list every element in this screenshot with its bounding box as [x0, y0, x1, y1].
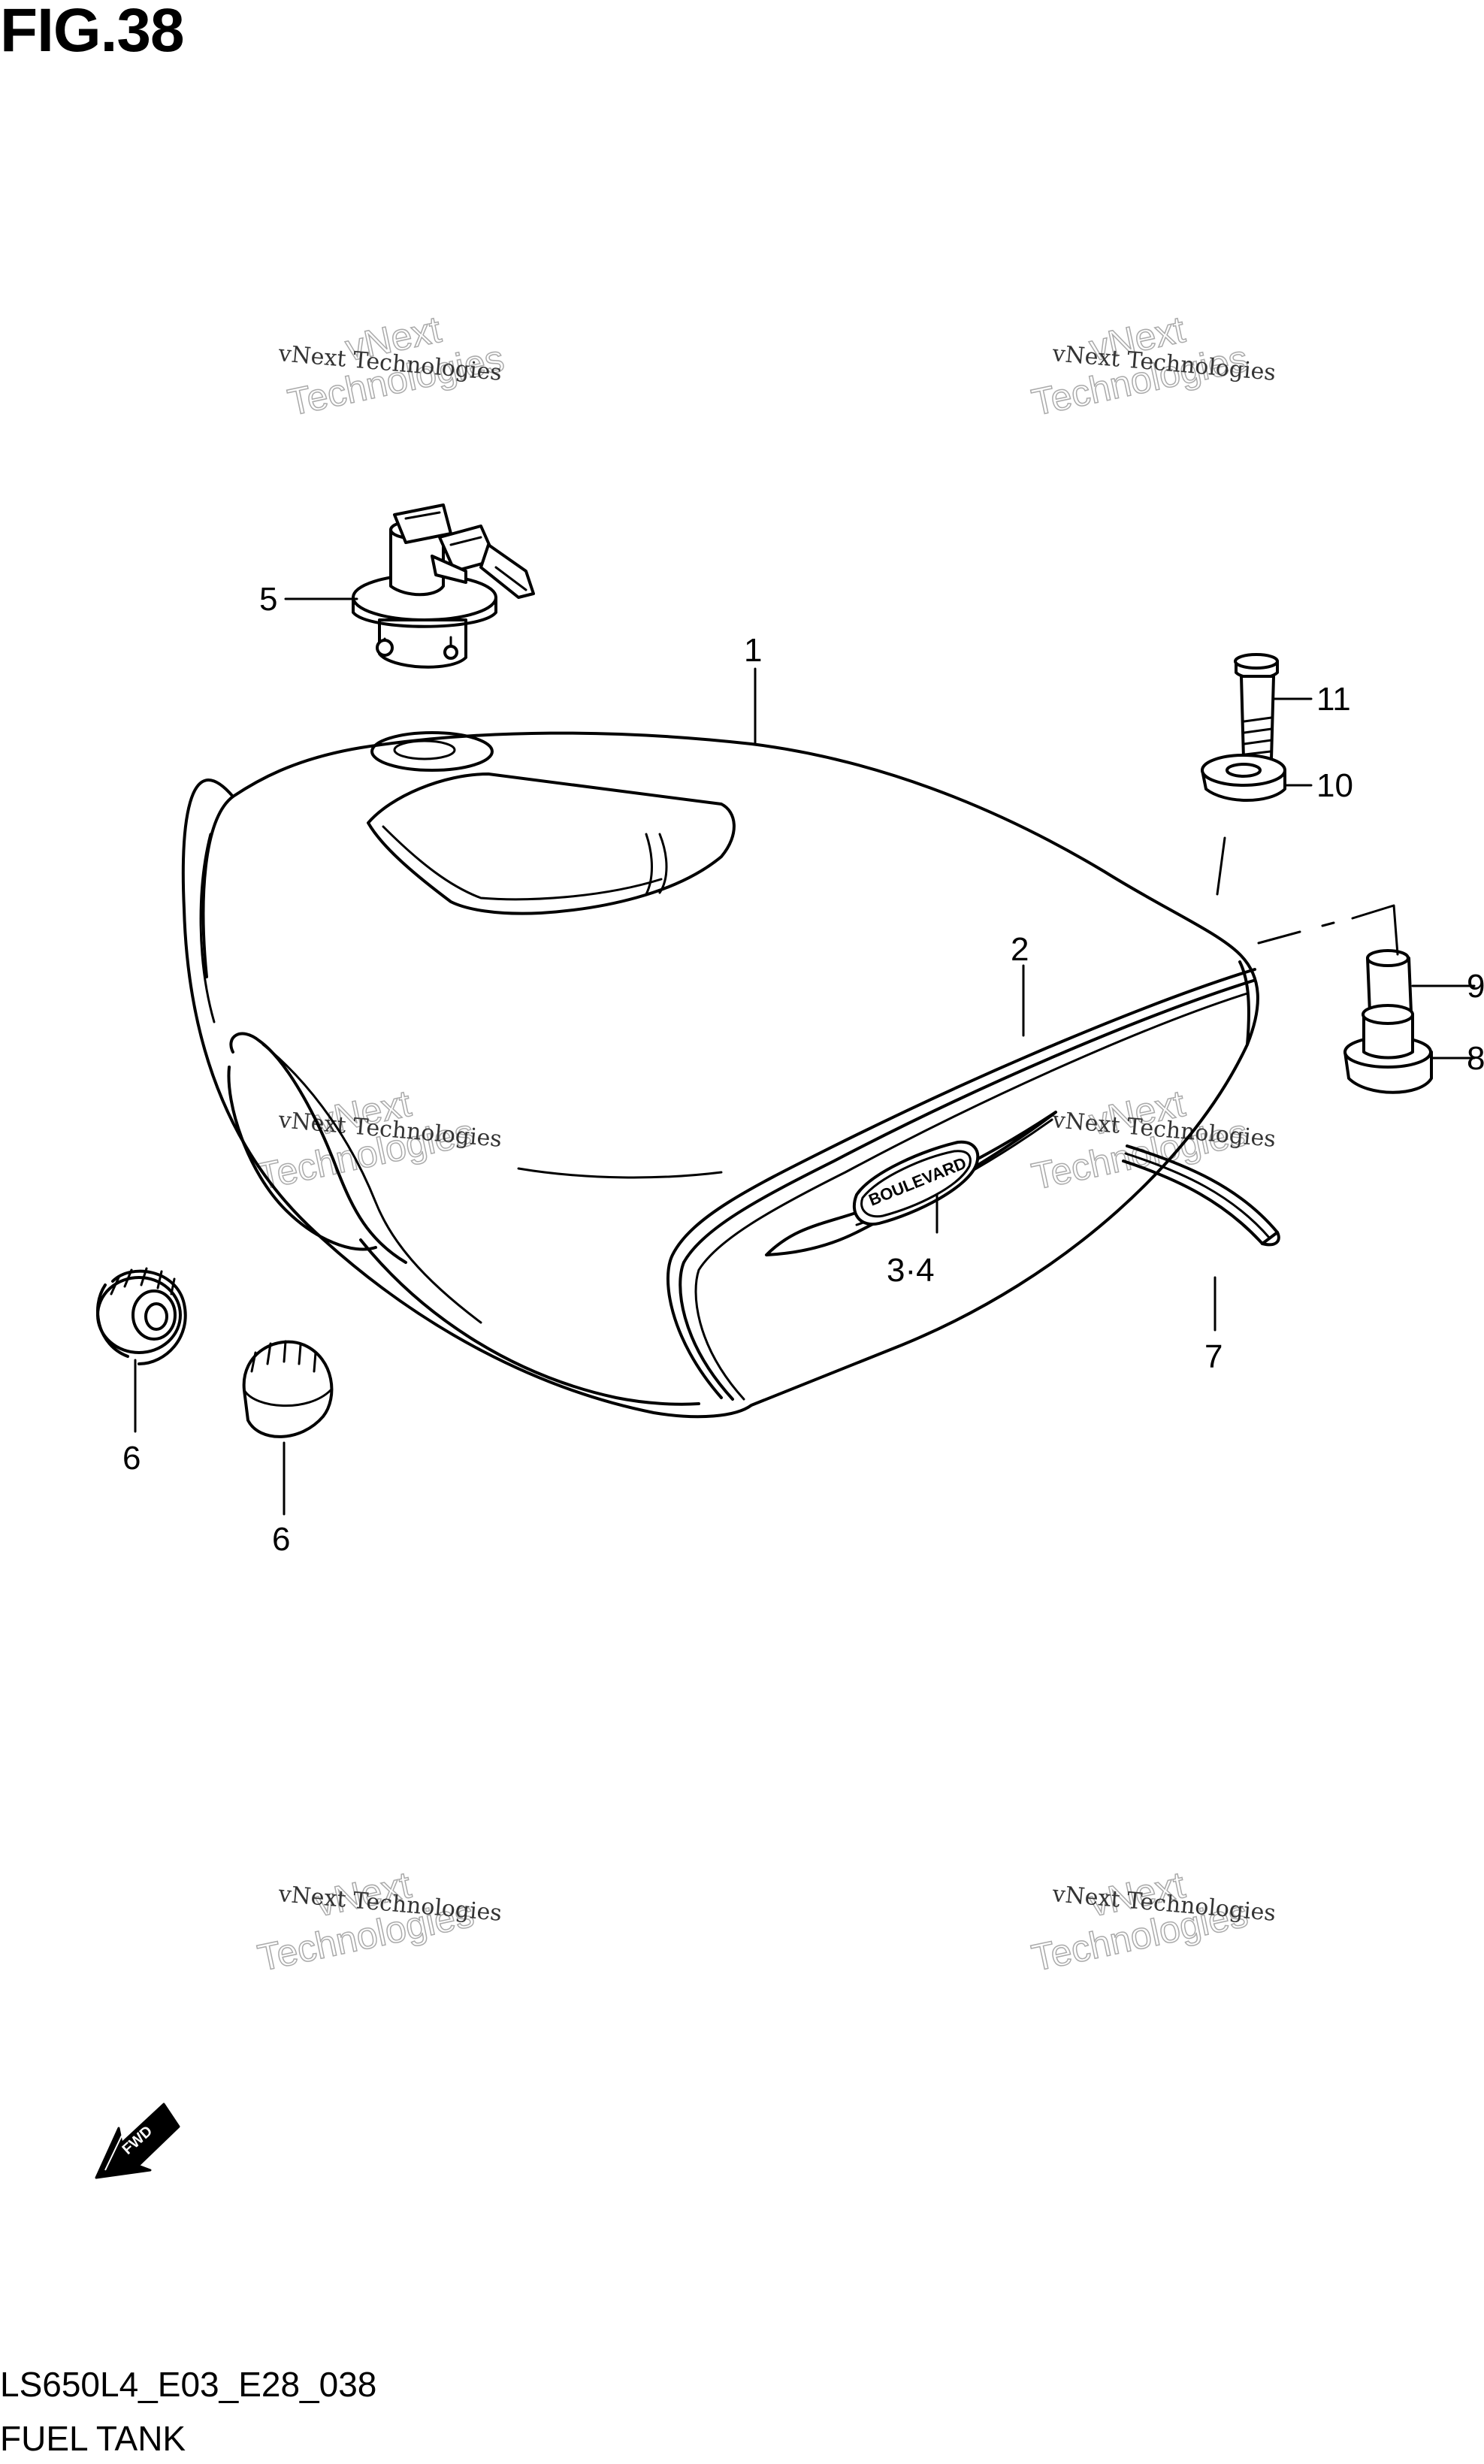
cushion-lower	[1343, 1004, 1433, 1094]
breather-hose	[1122, 1144, 1280, 1247]
fuel-cap	[352, 503, 535, 669]
fuel-tank	[181, 731, 1259, 1419]
callout-3-4: 3·4	[887, 1252, 935, 1289]
rubber-cap-a	[96, 1267, 187, 1365]
callout-6-a: 6	[122, 1440, 141, 1477]
callout-9: 9	[1467, 968, 1484, 1005]
figure-title: FIG.38	[0, 0, 185, 65]
part-name: FUEL TANK	[0, 2419, 186, 2458]
callout-7: 7	[1204, 1338, 1223, 1375]
tank-stripe	[666, 968, 1256, 1401]
model-code: LS650L4_E03_E28_038	[0, 2365, 377, 2404]
callout-10: 10	[1316, 767, 1353, 804]
leader-tank-mount	[1216, 836, 1226, 896]
callout-labels: 1 2 3·4 5 6 6 7 8 9 10 11	[122, 581, 1484, 1558]
tank-emblem: BOULEVARD	[765, 1111, 1057, 1256]
callout-6-b: 6	[272, 1521, 290, 1558]
callout-11: 11	[1316, 681, 1351, 718]
rubber-cap-b	[242, 1340, 334, 1438]
fwd-arrow-icon: FWD	[95, 2103, 180, 2179]
leader-lines	[134, 597, 1476, 1516]
alignment-line	[1321, 921, 1335, 927]
callout-5: 5	[259, 581, 277, 618]
alignment-line	[1257, 930, 1301, 945]
cushion	[1201, 754, 1286, 802]
callout-2: 2	[1011, 931, 1029, 968]
callout-8: 8	[1467, 1040, 1484, 1077]
alignment-line	[1351, 904, 1399, 956]
callout-1: 1	[744, 632, 762, 669]
bolt	[1234, 653, 1279, 766]
